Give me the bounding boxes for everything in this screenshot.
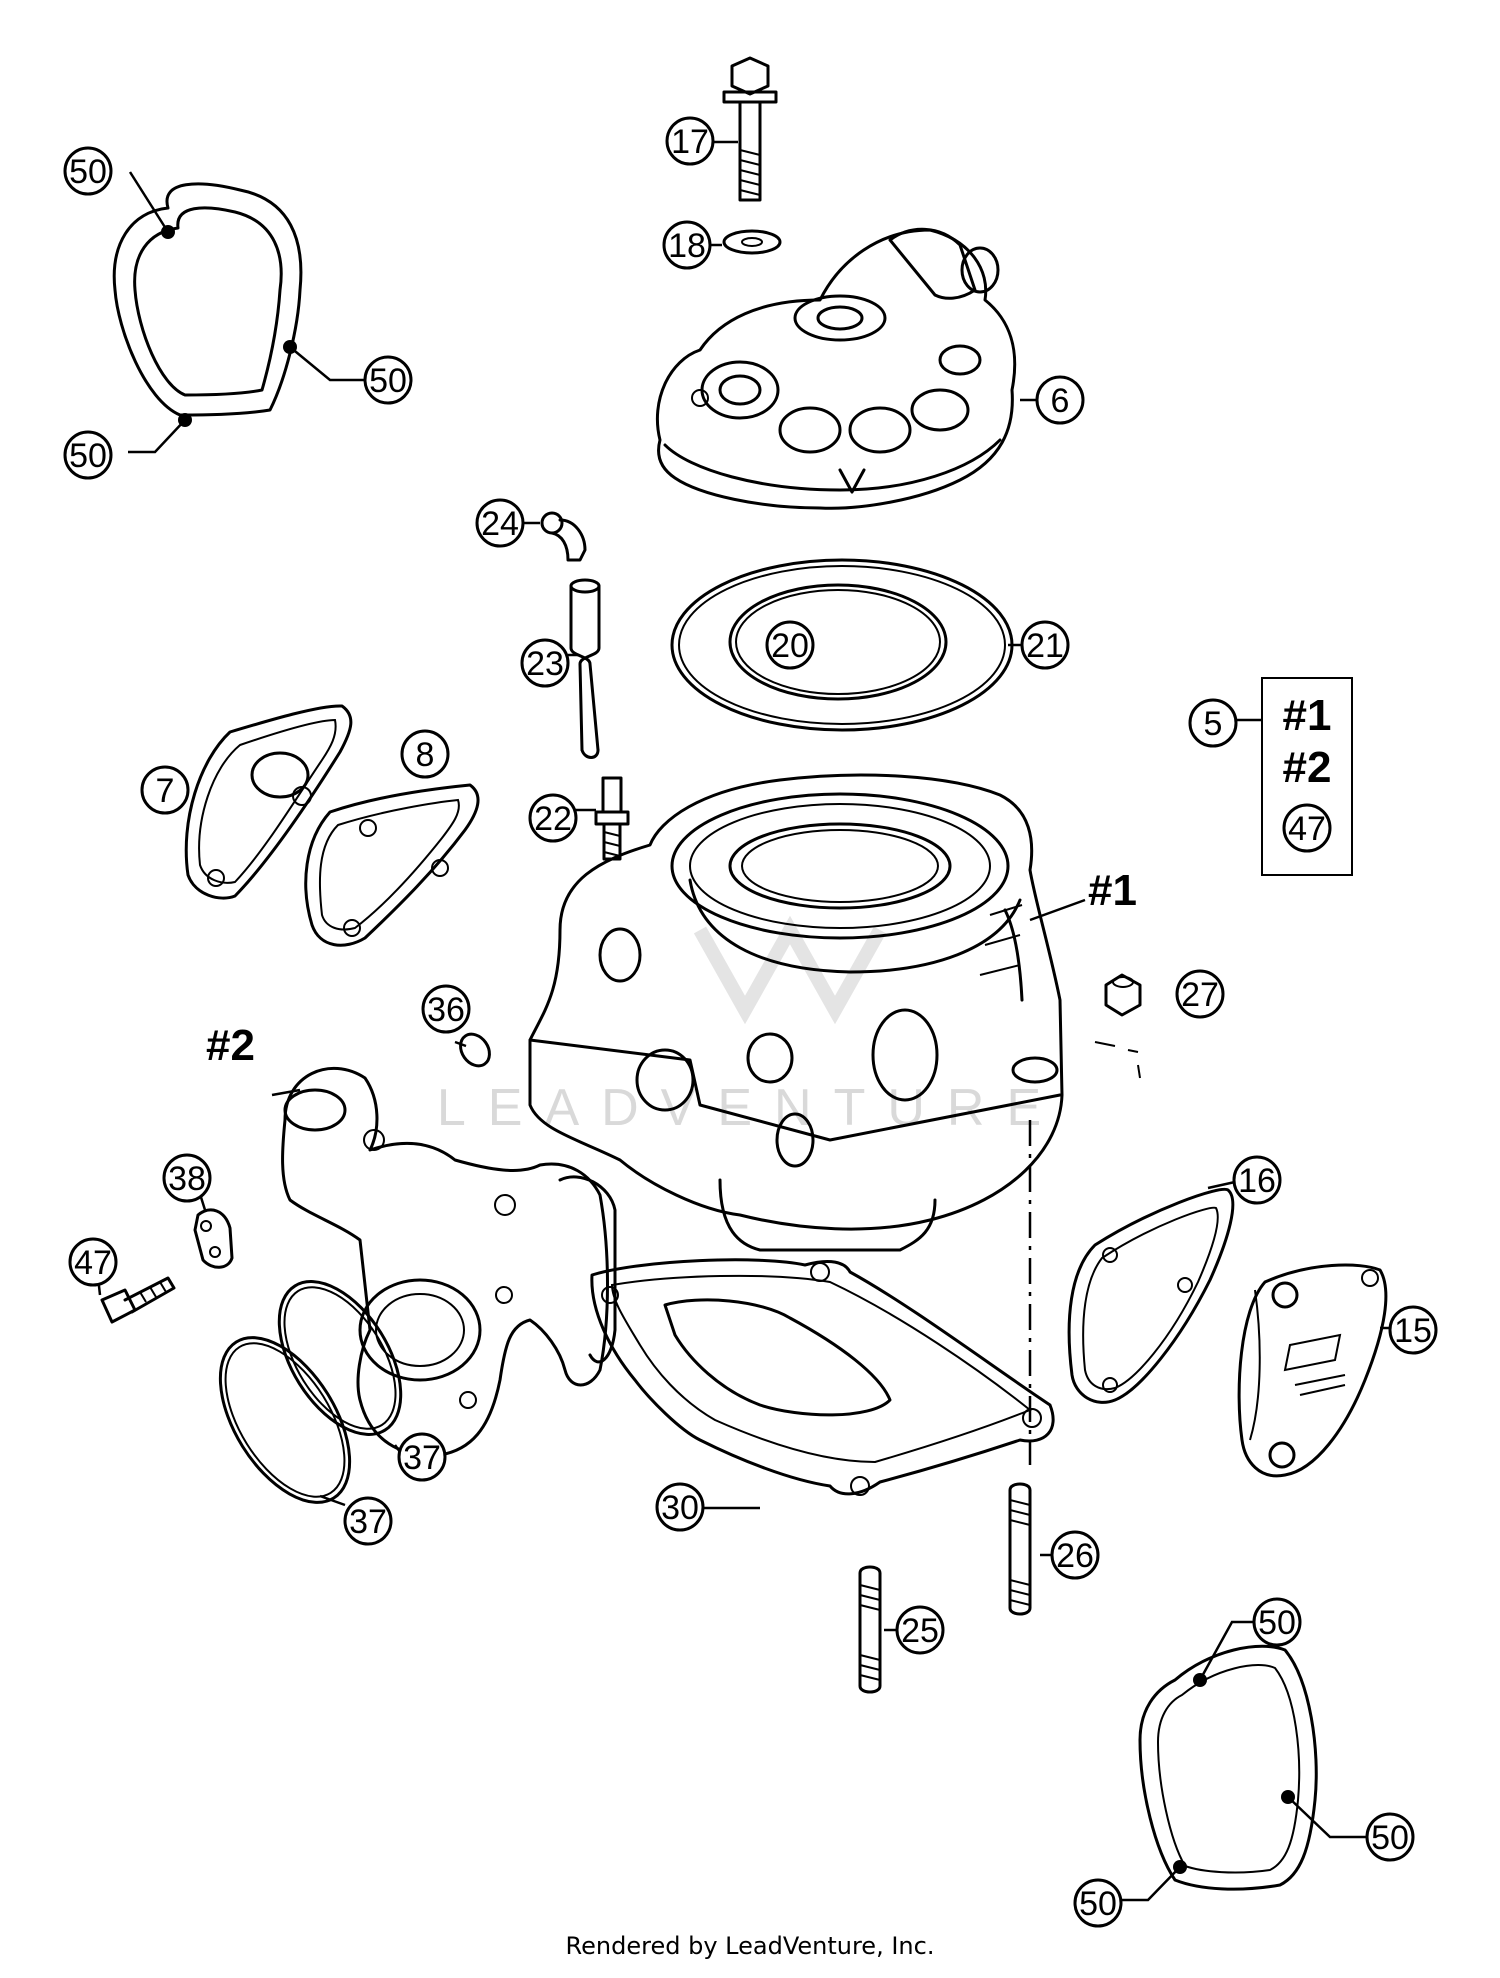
cylinder-head-bolt bbox=[722, 56, 778, 202]
callout-30: 30 bbox=[655, 1482, 705, 1532]
svg-text:7: 7 bbox=[156, 772, 175, 810]
kit-item-1: #1 bbox=[1283, 691, 1332, 740]
callout-50-top-right: 50 bbox=[363, 355, 413, 405]
callout-36: 36 bbox=[421, 984, 471, 1034]
callout-24: 24 bbox=[475, 498, 525, 548]
svg-text:23: 23 bbox=[526, 645, 564, 683]
svg-text:16: 16 bbox=[1238, 1162, 1276, 1200]
washer bbox=[722, 229, 782, 255]
watermark-logo: LEADVENTURE bbox=[437, 915, 1063, 1137]
callout-8: 8 bbox=[400, 729, 450, 779]
svg-text:22: 22 bbox=[534, 800, 572, 838]
cylinder-head bbox=[655, 227, 1017, 510]
svg-text:15: 15 bbox=[1394, 1312, 1432, 1350]
svg-text:8: 8 bbox=[416, 736, 435, 774]
svg-text:25: 25 bbox=[901, 1612, 939, 1650]
svg-text:50: 50 bbox=[1371, 1819, 1409, 1857]
assembly-label-1: #1 bbox=[1088, 866, 1137, 915]
cylinder bbox=[528, 773, 1064, 1252]
callout-17: 17 bbox=[665, 116, 715, 166]
callout-16: 16 bbox=[1232, 1155, 1282, 1205]
svg-text:20: 20 bbox=[771, 627, 809, 665]
cover-gasket-top-left bbox=[112, 171, 365, 454]
svg-text:18: 18 bbox=[668, 227, 706, 265]
svg-text:36: 36 bbox=[427, 991, 465, 1029]
kit-item-47: 47 bbox=[1282, 803, 1332, 853]
callout-50-bottom-lower: 50 bbox=[1073, 1878, 1123, 1928]
callout-6: 6 bbox=[1035, 375, 1085, 425]
callout-7: 7 bbox=[140, 765, 190, 815]
elbow-fitting bbox=[540, 511, 587, 562]
callout-37-lower: 37 bbox=[343, 1496, 393, 1546]
svg-text:47: 47 bbox=[1288, 810, 1326, 848]
side-cover-gasket bbox=[1067, 1187, 1235, 1404]
callout-20: 20 bbox=[765, 620, 815, 670]
intake-o-ring-lower bbox=[218, 1336, 352, 1504]
svg-text:50: 50 bbox=[369, 362, 407, 400]
svg-text:24: 24 bbox=[481, 505, 519, 543]
svg-text:26: 26 bbox=[1056, 1537, 1094, 1575]
svg-text:5: 5 bbox=[1204, 705, 1223, 743]
svg-text:17: 17 bbox=[671, 123, 709, 161]
footer-credit: Rendered by LeadVenture, Inc. bbox=[565, 1932, 935, 1960]
callout-18: 18 bbox=[662, 220, 712, 270]
svg-text:50: 50 bbox=[1079, 1885, 1117, 1923]
callout-47: 47 bbox=[68, 1237, 118, 1287]
callout-5: 5 bbox=[1188, 698, 1238, 748]
cylinder-base-gasket bbox=[590, 1258, 1055, 1496]
callout-27: 27 bbox=[1175, 969, 1225, 1019]
svg-text:38: 38 bbox=[168, 1160, 206, 1198]
svg-text:47: 47 bbox=[74, 1244, 112, 1282]
stud-bolt-rear bbox=[858, 1565, 882, 1694]
o-ring-small bbox=[728, 583, 948, 701]
kit-reference-box: #1 #2 47 bbox=[1261, 677, 1353, 876]
svg-text:27: 27 bbox=[1181, 976, 1219, 1014]
intake-flange bbox=[281, 1067, 617, 1457]
svg-text:21: 21 bbox=[1026, 627, 1064, 665]
small-o-ring bbox=[459, 1032, 491, 1068]
callout-26: 26 bbox=[1050, 1530, 1100, 1580]
svg-text:50: 50 bbox=[69, 437, 107, 475]
stud-bolt-front bbox=[1008, 1482, 1032, 1616]
callout-38: 38 bbox=[162, 1153, 212, 1203]
callout-15: 15 bbox=[1388, 1305, 1438, 1355]
svg-text:6: 6 bbox=[1051, 382, 1070, 420]
callout-50-top-upper: 50 bbox=[63, 146, 113, 196]
cover-gasket-bottom-right bbox=[1120, 1620, 1367, 1902]
callout-37-upper: 37 bbox=[397, 1432, 447, 1482]
kit-item-2: #2 bbox=[1283, 743, 1332, 792]
side-cover bbox=[1237, 1263, 1388, 1478]
callout-22: 22 bbox=[528, 793, 578, 843]
svg-text:37: 37 bbox=[349, 1503, 387, 1541]
callout-50-top-lower: 50 bbox=[63, 430, 113, 480]
watermark-text: LEADVENTURE bbox=[437, 1079, 1063, 1137]
intake-o-ring-upper bbox=[277, 1280, 403, 1436]
callout-25: 25 bbox=[895, 1605, 945, 1655]
vent-hose bbox=[569, 578, 601, 759]
svg-text:30: 30 bbox=[661, 1489, 699, 1527]
callout-21: 21 bbox=[1020, 620, 1070, 670]
assembly-label-2: #2 bbox=[206, 1021, 255, 1070]
exhaust-control-gasket bbox=[184, 704, 353, 900]
hose-nipple bbox=[594, 776, 630, 861]
callout-50-bottom-right: 50 bbox=[1365, 1812, 1415, 1862]
svg-text:50: 50 bbox=[1258, 1604, 1296, 1642]
callout-23: 23 bbox=[520, 638, 570, 688]
svg-text:50: 50 bbox=[69, 153, 107, 191]
tab-washer bbox=[193, 1208, 234, 1269]
svg-text:37: 37 bbox=[403, 1439, 441, 1477]
cylinder-nut bbox=[1094, 973, 1142, 1079]
exhaust-cover-gasket bbox=[304, 783, 480, 947]
callout-50-bottom-upper: 50 bbox=[1252, 1597, 1302, 1647]
socket-screw bbox=[100, 1276, 176, 1324]
